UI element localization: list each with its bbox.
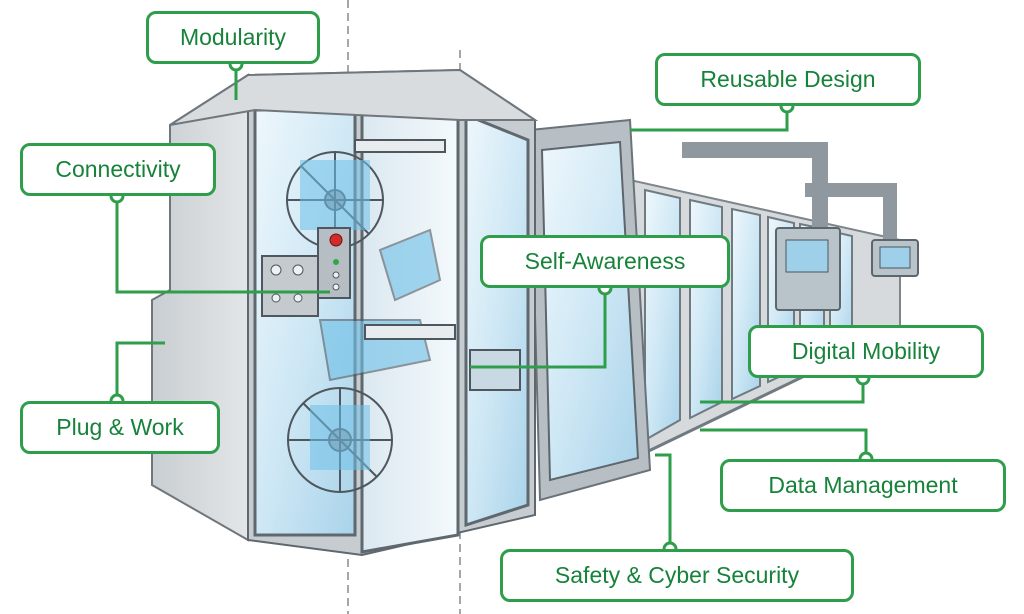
callout-label: Safety & Cyber Security [554,562,800,588]
callout-label: Connectivity [55,156,181,182]
callout-plug-and-work: Plug & Work [20,401,220,454]
callout-label: Data Management [768,472,958,498]
reel-mechanisms [286,139,521,493]
callout-label: Digital Mobility [791,338,941,364]
control-panel [261,227,351,317]
open-door [528,118,652,502]
callout-reusable-design: Reusable Design [655,53,921,106]
callout-label: Reusable Design [700,66,876,92]
conveyor-line-modules [629,142,919,462]
callout-label: Modularity [179,24,287,50]
callout-digital-mobility: Digital Mobility [748,325,984,378]
callout-leader-lines [115,64,868,549]
callout-safety-cyber-security: Safety & Cyber Security [500,549,854,602]
callout-modularity: Modularity [146,11,320,64]
callout-label: Self-Awareness [524,248,686,274]
callout-label: Plug & Work [56,414,184,440]
callout-connectivity: Connectivity [20,143,216,196]
callout-self-awareness: Self-Awareness [480,235,730,288]
callout-data-management: Data Management [720,459,1006,512]
